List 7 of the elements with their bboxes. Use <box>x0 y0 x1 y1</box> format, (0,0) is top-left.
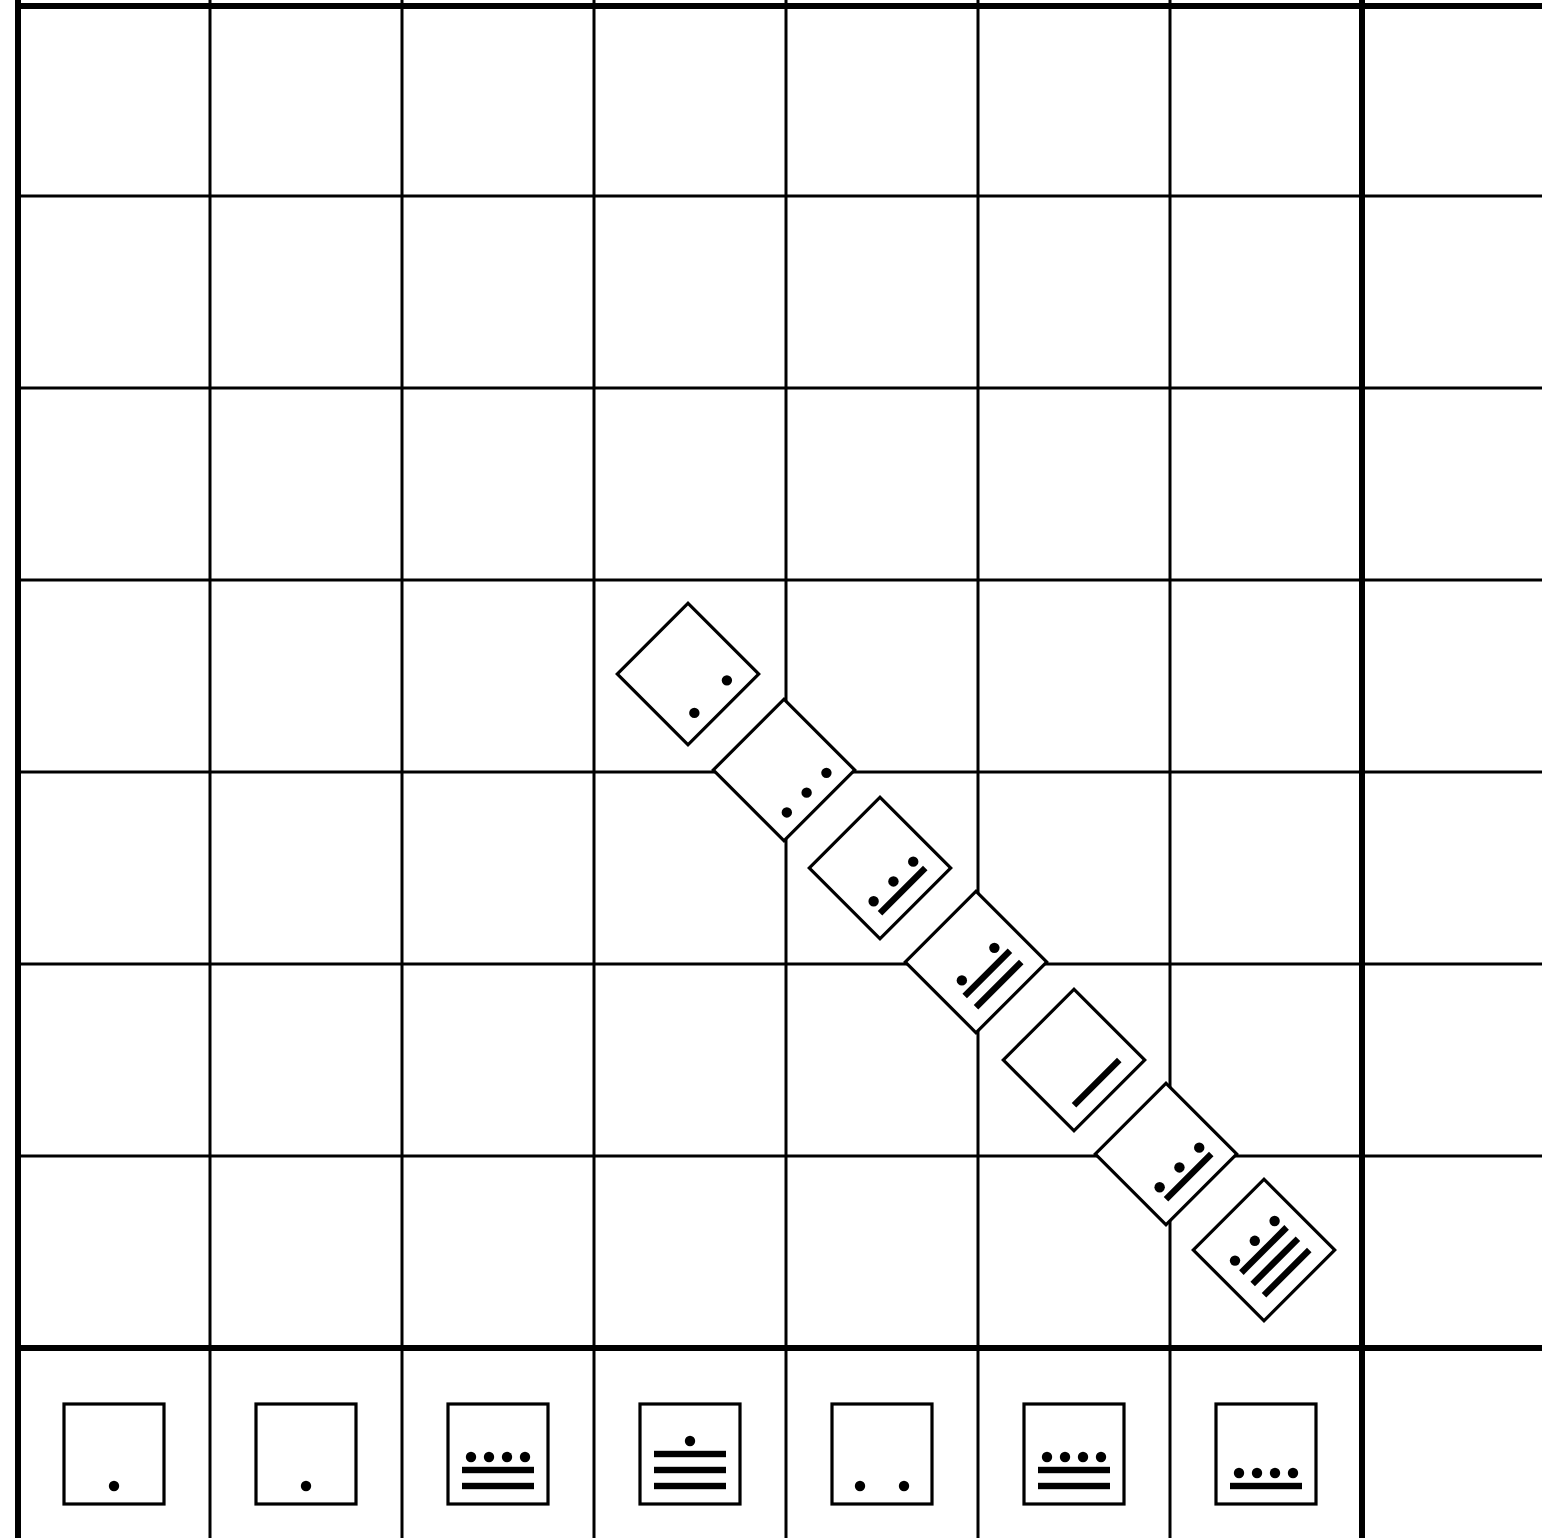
numeral-tile <box>638 1402 742 1506</box>
numeral-tile <box>1214 1402 1318 1506</box>
numeral-tile <box>446 1402 550 1506</box>
numeral-tile <box>62 1402 166 1506</box>
numeral-tile <box>830 1402 934 1506</box>
numeral-tile <box>254 1402 358 1506</box>
numeral-tile <box>1022 1402 1126 1506</box>
